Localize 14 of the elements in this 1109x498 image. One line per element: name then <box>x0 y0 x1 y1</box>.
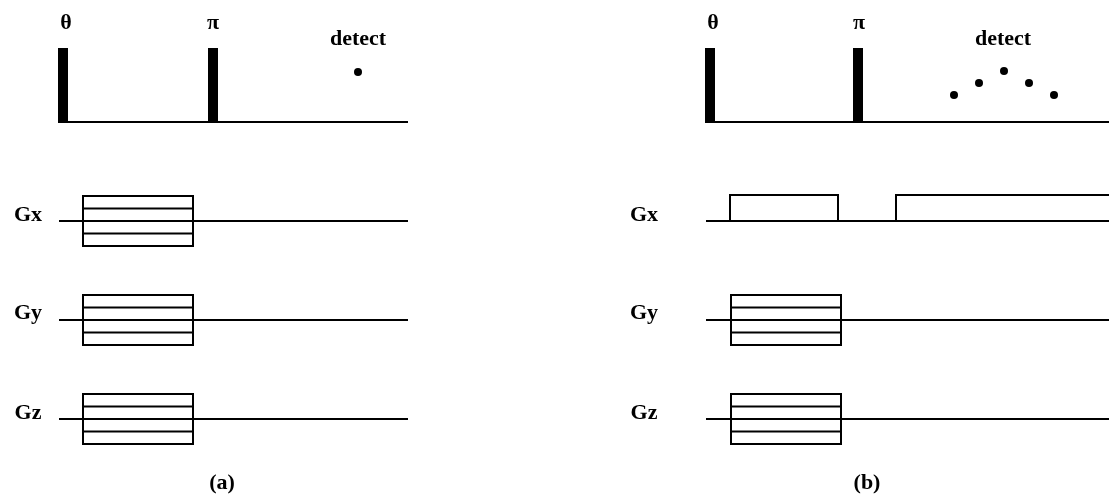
pulse-label: π <box>206 10 220 34</box>
panel-label: (a) <box>209 470 235 494</box>
axis-label: Gx <box>13 202 43 226</box>
pulse-label: θ <box>707 10 719 34</box>
axis-label: Gz <box>14 400 42 424</box>
pulse-label: θ <box>60 10 72 34</box>
axis-label: Gz <box>630 400 658 424</box>
axis-label: Gy <box>629 300 659 324</box>
panel-label: (b) <box>853 470 881 494</box>
signal-label: detect <box>974 26 1032 50</box>
signal-label: detect <box>329 26 387 50</box>
axis-label: Gx <box>629 202 659 226</box>
pulse-label: π <box>852 10 866 34</box>
axis-label: Gy <box>13 300 43 324</box>
